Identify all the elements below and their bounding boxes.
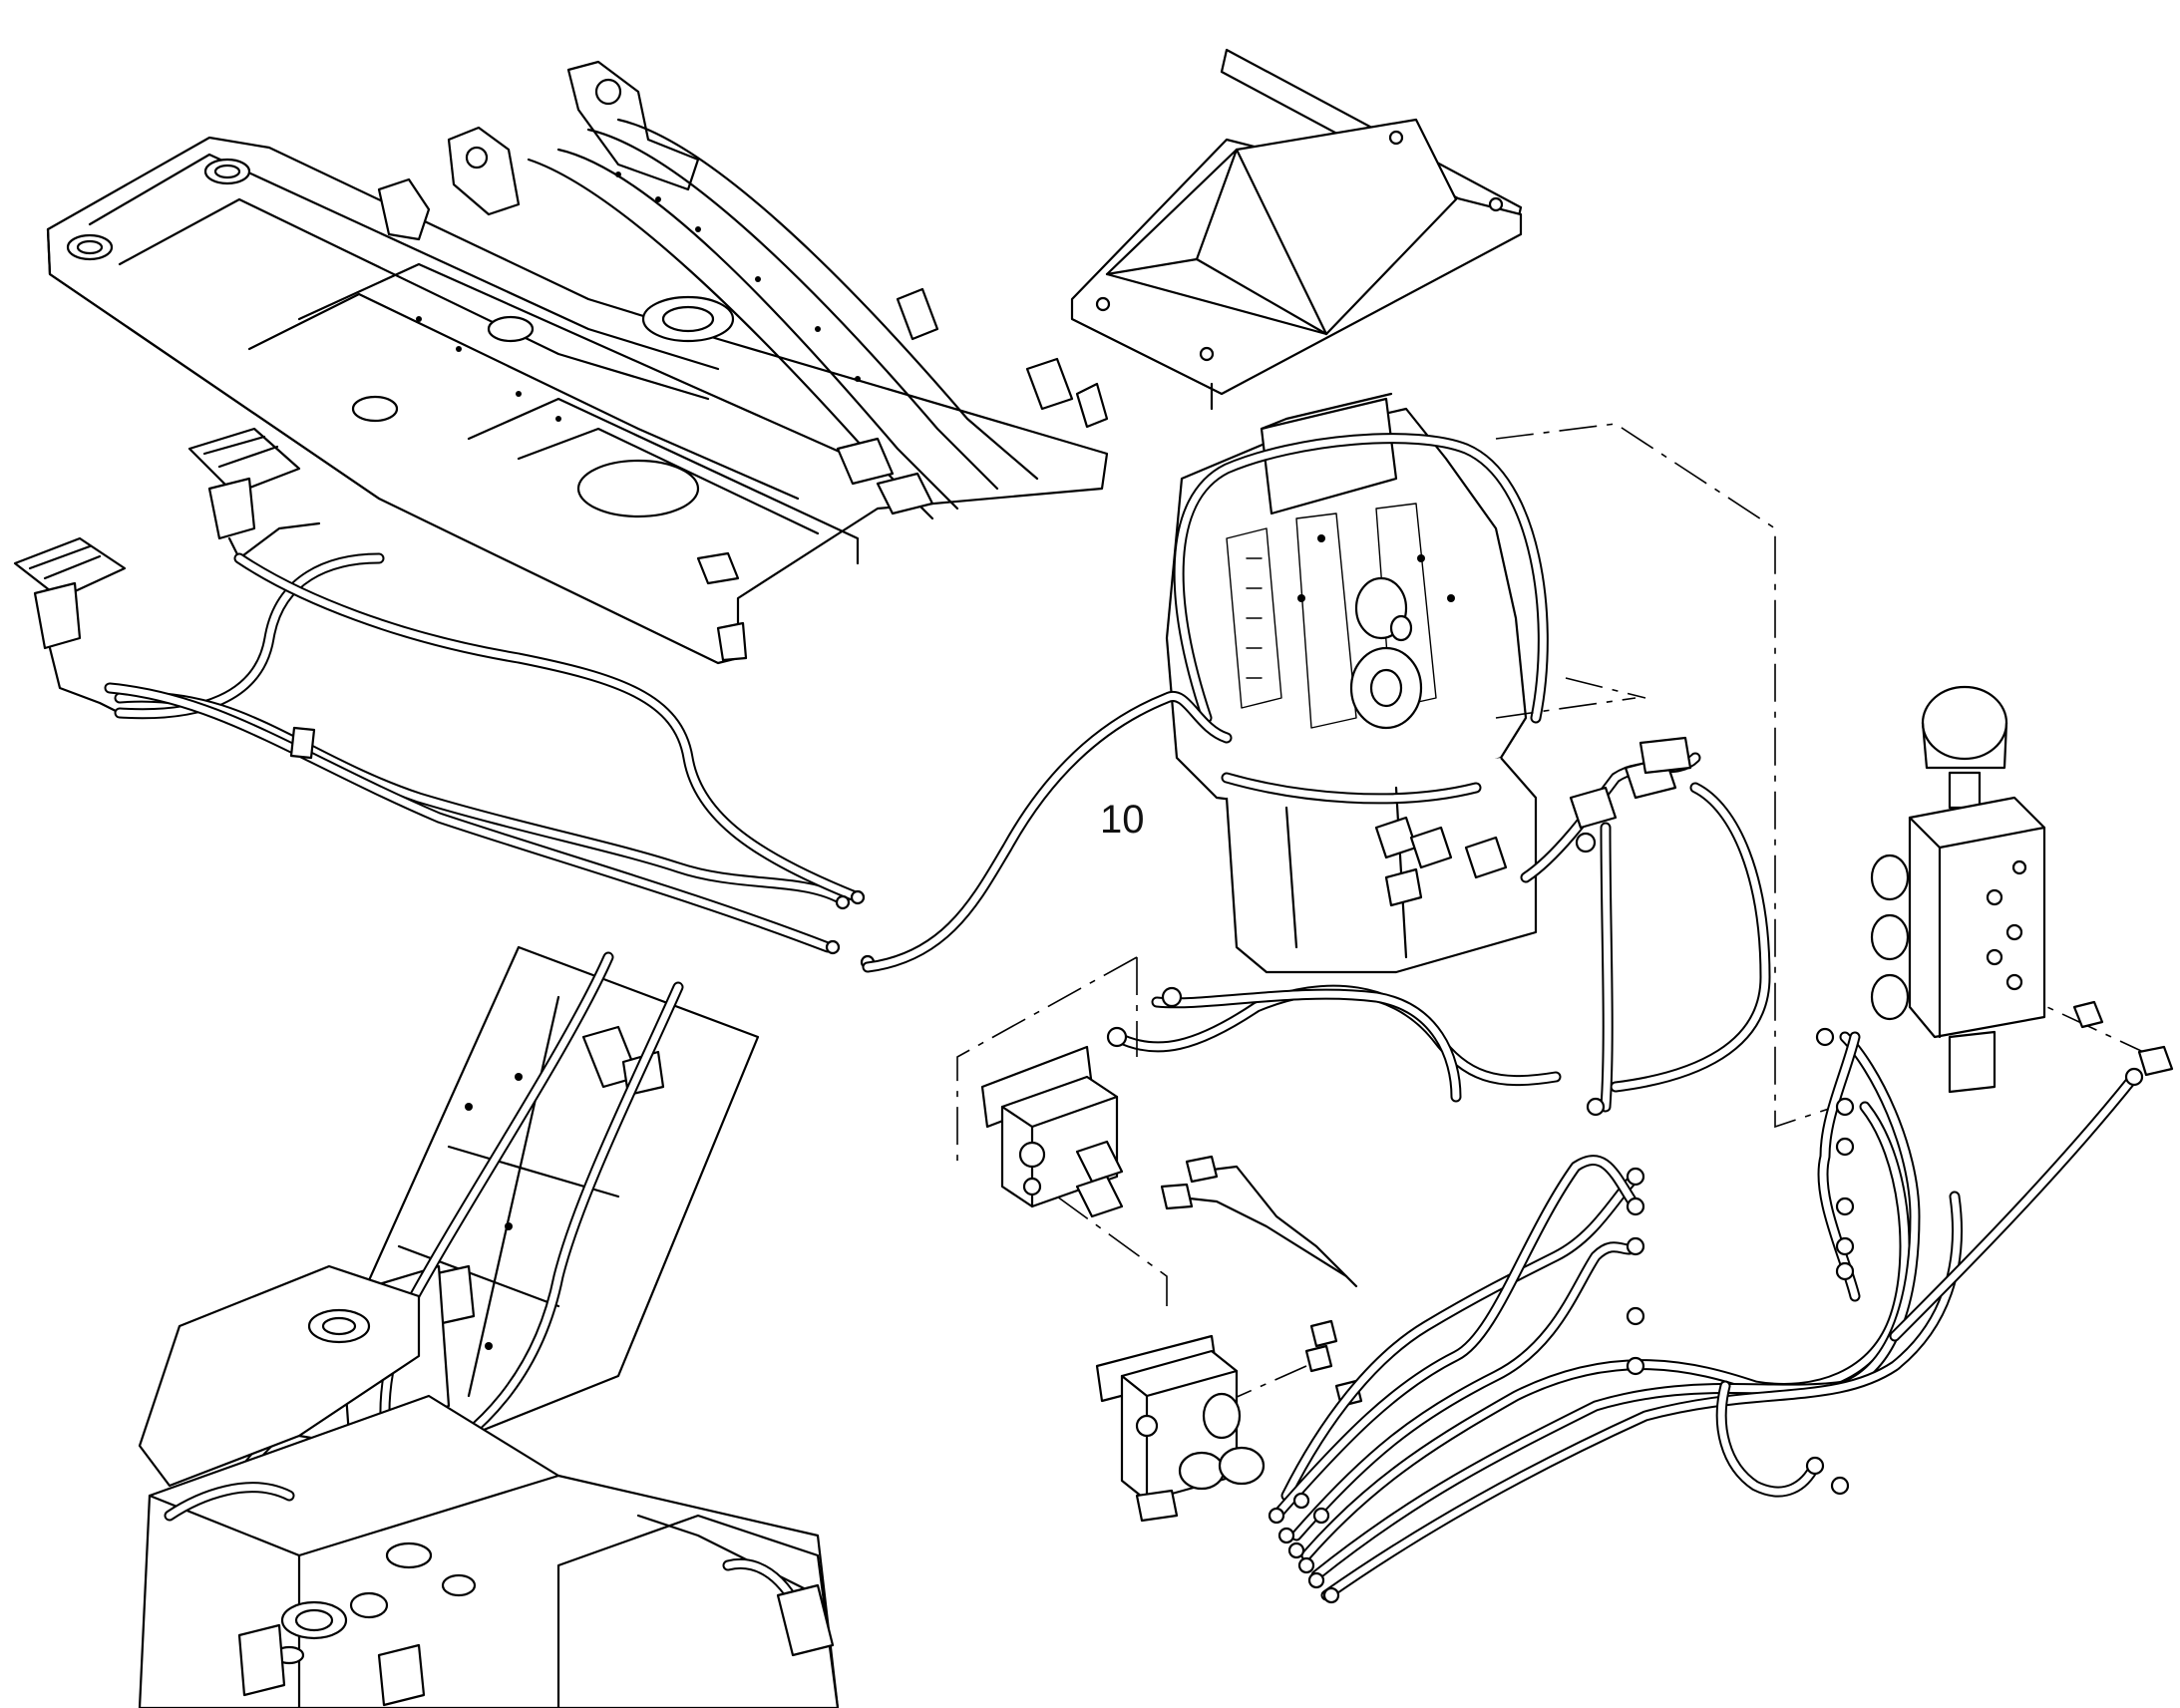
cover-panel: [1070, 48, 1523, 411]
valve-block-upper: [980, 1045, 1358, 1288]
foot-pedal-right: [187, 427, 321, 560]
pedal-hoses: [104, 552, 876, 970]
hydraulic-tank: [138, 1264, 840, 1708]
valve-block-lower: [1095, 1319, 1363, 1523]
control-tower: [1165, 392, 1549, 974]
hose-bundle: [1268, 1027, 2144, 1604]
accumulator-block: [1870, 685, 2174, 1094]
tower-hoses: [862, 691, 1771, 1117]
callout-10: 10: [1100, 798, 1145, 842]
chassis-frame: [46, 60, 1109, 665]
foot-pedal-left: [13, 536, 127, 715]
